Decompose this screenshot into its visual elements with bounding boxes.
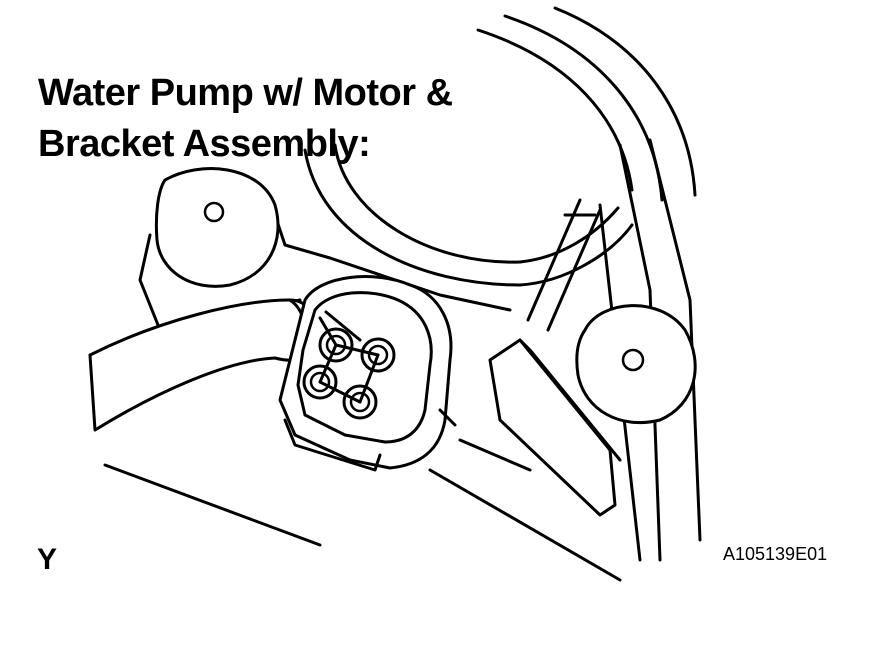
bolt-hole-icon xyxy=(621,348,645,372)
figure-title-line-1: Water Pump w/ Motor & xyxy=(38,72,453,114)
wire-harness xyxy=(88,298,316,432)
left-mounting-boss xyxy=(154,167,280,288)
right-mounting-boss xyxy=(575,304,697,425)
pump-housing-arcs xyxy=(303,6,697,287)
bolt-hole-icon xyxy=(203,201,225,223)
four-pin-connector xyxy=(278,275,457,472)
figure-code-label: A105139E01 xyxy=(723,544,828,564)
bracket-block xyxy=(488,338,622,517)
view-letter-label: Y xyxy=(37,543,58,576)
figure-title-line-2: Bracket Assembly: xyxy=(38,123,371,165)
